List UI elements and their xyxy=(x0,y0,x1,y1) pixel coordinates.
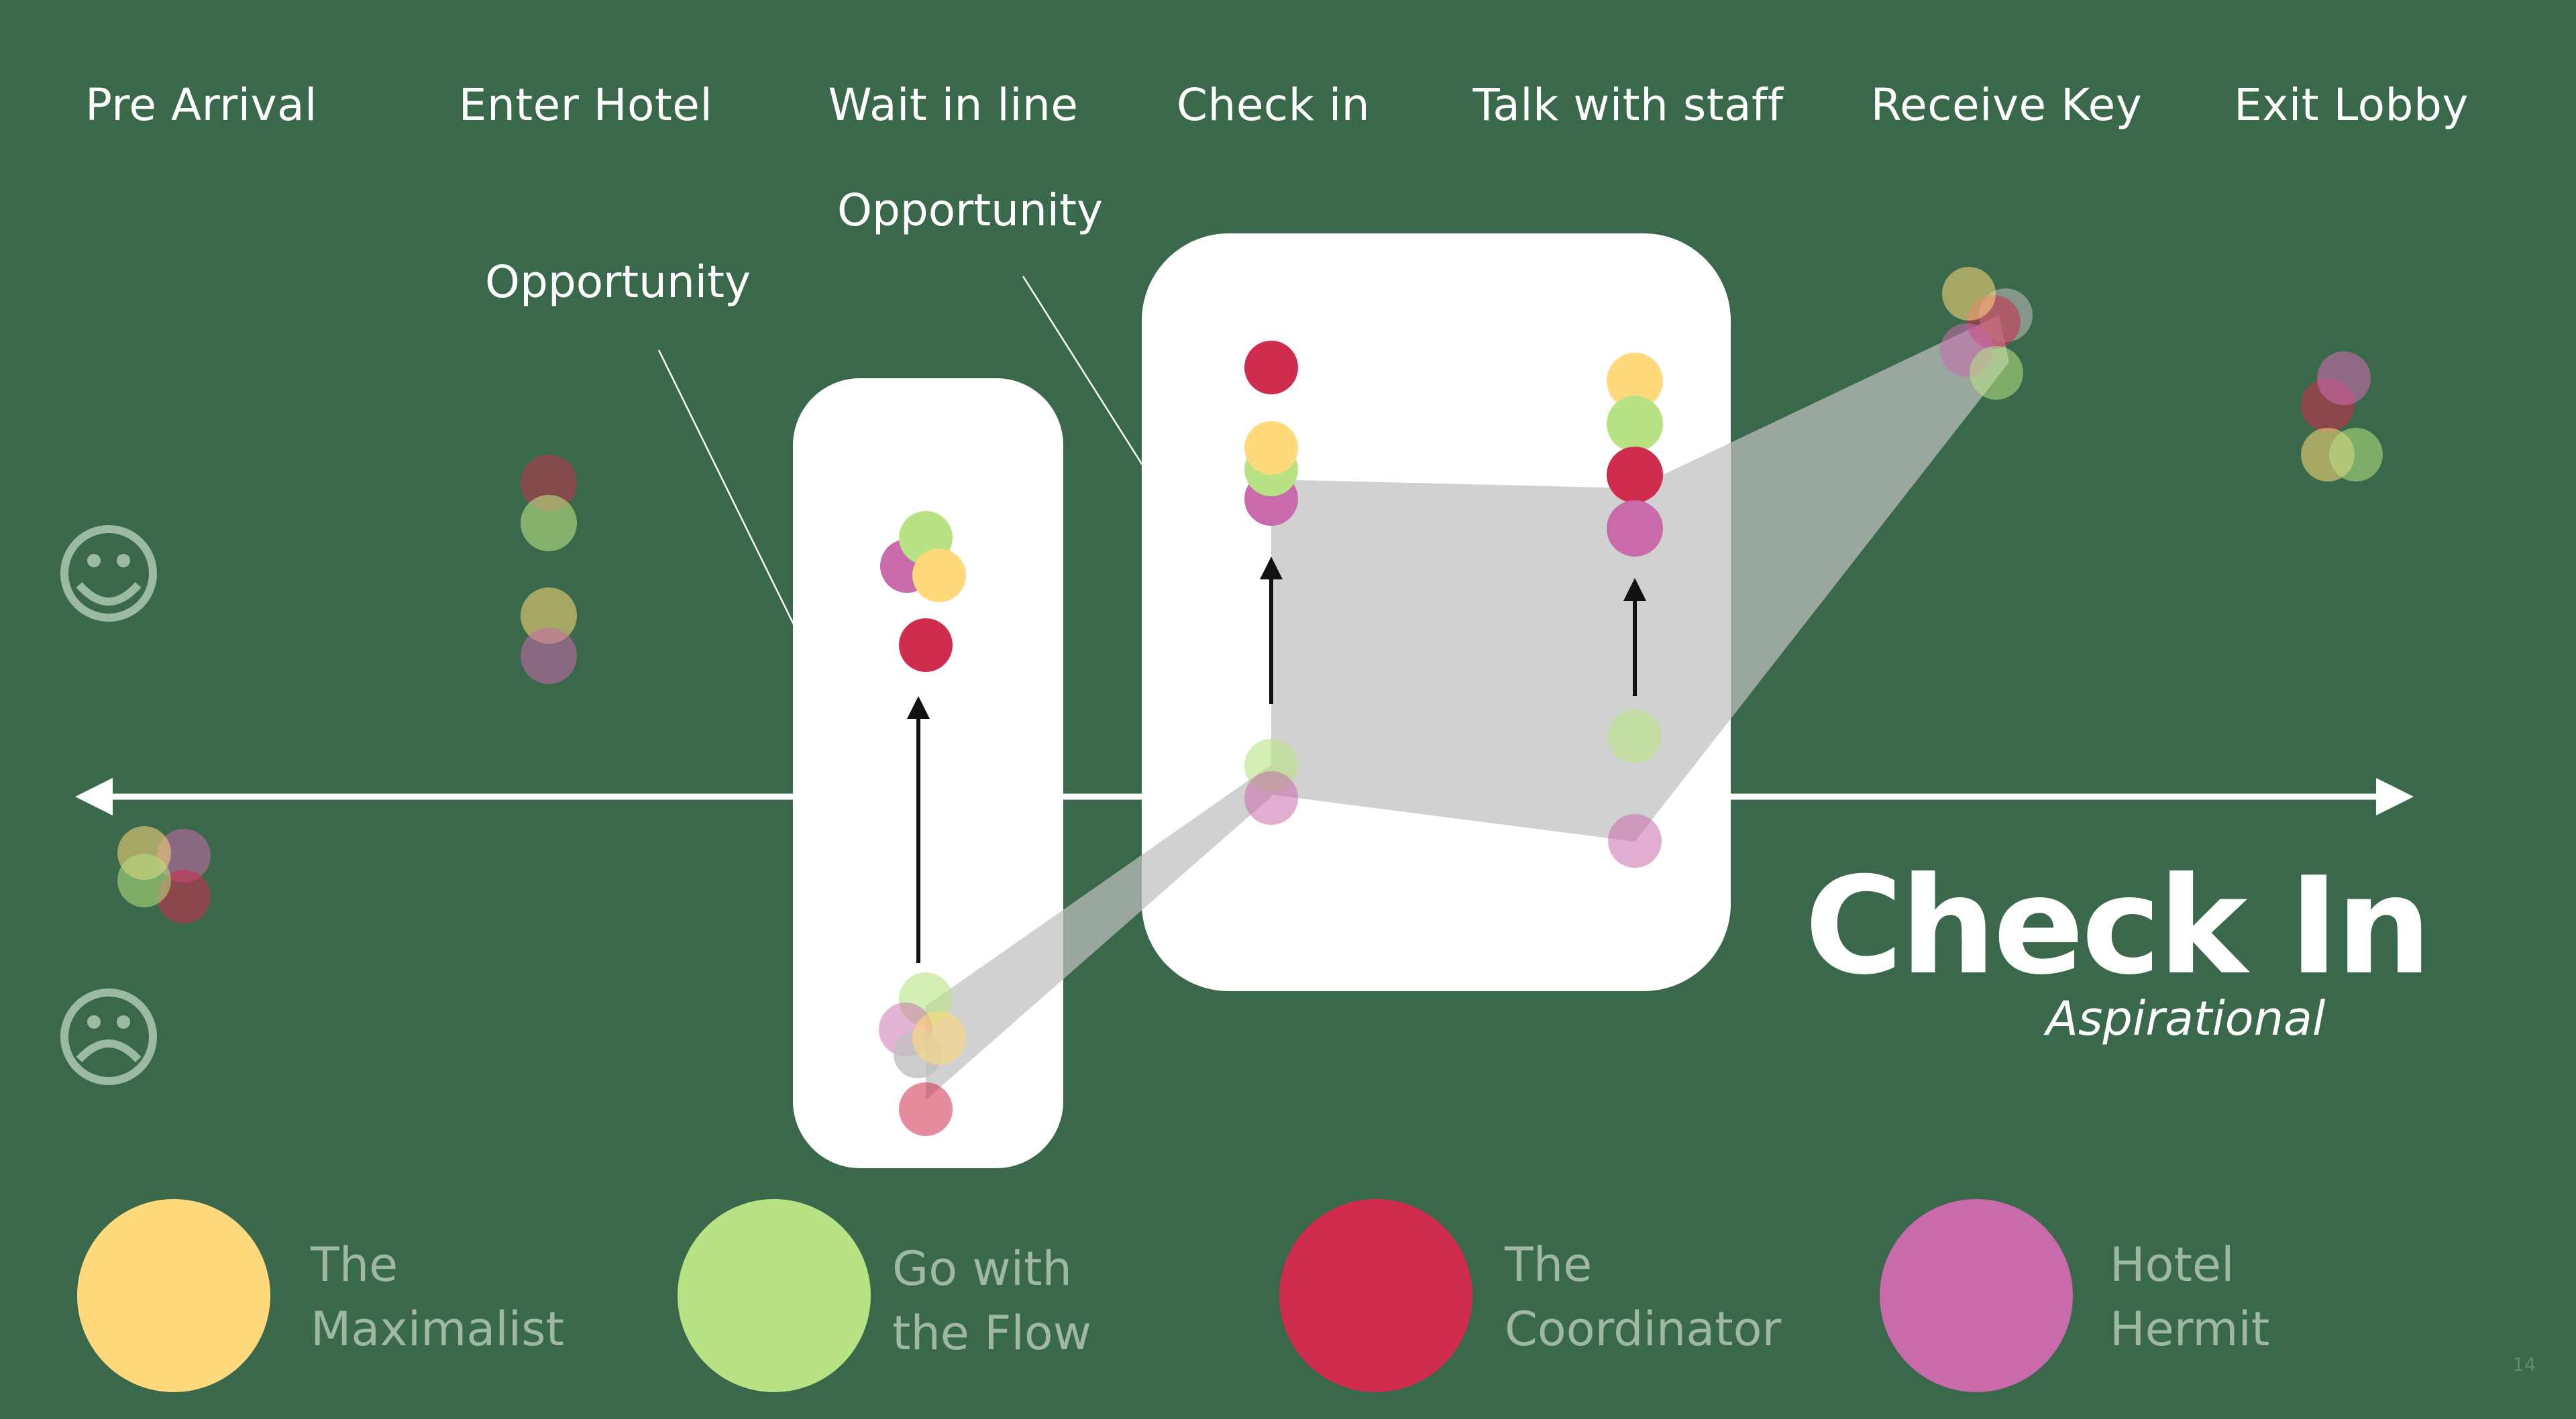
slide-subtitle: Aspirational xyxy=(2046,991,2326,1046)
smile-face-icon xyxy=(60,525,157,622)
persona-dot-coordinator xyxy=(521,455,577,511)
persona-dot-coordinator xyxy=(1607,447,1663,503)
legend-swatch-hotel-hermit xyxy=(1880,1199,2073,1392)
arrow-up-icon xyxy=(907,696,930,719)
stage-pre-arrival: Pre Arrival xyxy=(85,79,317,131)
persona-dot-flow xyxy=(1608,710,1662,763)
smile-face-eye xyxy=(87,554,101,567)
persona-dot-hermit xyxy=(2317,351,2371,405)
persona-dot-flow xyxy=(117,854,171,907)
stage-receive-key: Receive Key xyxy=(1870,79,2143,131)
stage-talk-with-staff: Talk with staff xyxy=(1472,79,1784,131)
stage-check-in: Check in xyxy=(1176,79,1371,131)
persona-dot-flow xyxy=(521,495,577,551)
persona-dot-hermit xyxy=(1244,771,1298,825)
stage-exit-lobby: Exit Lobby xyxy=(2234,79,2469,131)
persona-dot-maximalist xyxy=(912,549,966,602)
persona-dot-hermit xyxy=(157,829,211,883)
persona-dot-coordinator xyxy=(899,1082,953,1136)
slide-title: Check In xyxy=(1805,848,2432,1005)
opportunity-leader-line xyxy=(657,349,796,628)
frown-face-eye xyxy=(117,1015,130,1029)
persona-dot-flow xyxy=(1607,396,1663,452)
opportunity-label-wait-in-line: Opportunity xyxy=(485,256,751,308)
persona-dot-hermit xyxy=(1608,814,1662,868)
opportunity-leader-line xyxy=(1022,276,1144,467)
persona-dot-maximalist xyxy=(912,1011,966,1065)
journey-band-main xyxy=(1271,315,2009,842)
arrow-right-icon xyxy=(2376,778,2414,815)
persona-dot-coordinator xyxy=(899,618,953,672)
stage-wait-in-line: Wait in line xyxy=(828,79,1079,131)
frown-face-eye xyxy=(87,1015,101,1029)
persona-dot-flow xyxy=(2329,428,2383,481)
persona-dot-flow xyxy=(1970,346,2023,400)
opportunity-label-check-in: Opportunity xyxy=(837,184,1104,236)
persona-dot-coordinator xyxy=(1244,341,1298,394)
persona-dot-maximalist xyxy=(1942,267,1996,321)
persona-dot-hermit xyxy=(1607,500,1663,557)
persona-dot-hermit xyxy=(521,628,577,684)
stage-enter-hotel: Enter Hotel xyxy=(458,79,713,131)
legend-swatch-go-with-the-flow xyxy=(678,1199,871,1392)
smile-face-eye xyxy=(117,554,130,567)
journey-band-left xyxy=(926,764,1271,1100)
persona-dot-maximalist xyxy=(521,587,577,644)
frown-face-icon xyxy=(60,988,157,1085)
page-number: 14 xyxy=(2512,1353,2536,1375)
persona-dot-maximalist xyxy=(1607,353,1663,409)
arrow-left-icon xyxy=(75,778,113,815)
legend-swatch-maximalist xyxy=(77,1199,270,1392)
arrow-up-icon xyxy=(1260,557,1283,579)
legend-swatch-coordinator xyxy=(1279,1199,1472,1392)
persona-dot-maximalist xyxy=(1244,421,1298,475)
arrow-up-icon xyxy=(1623,578,1646,601)
